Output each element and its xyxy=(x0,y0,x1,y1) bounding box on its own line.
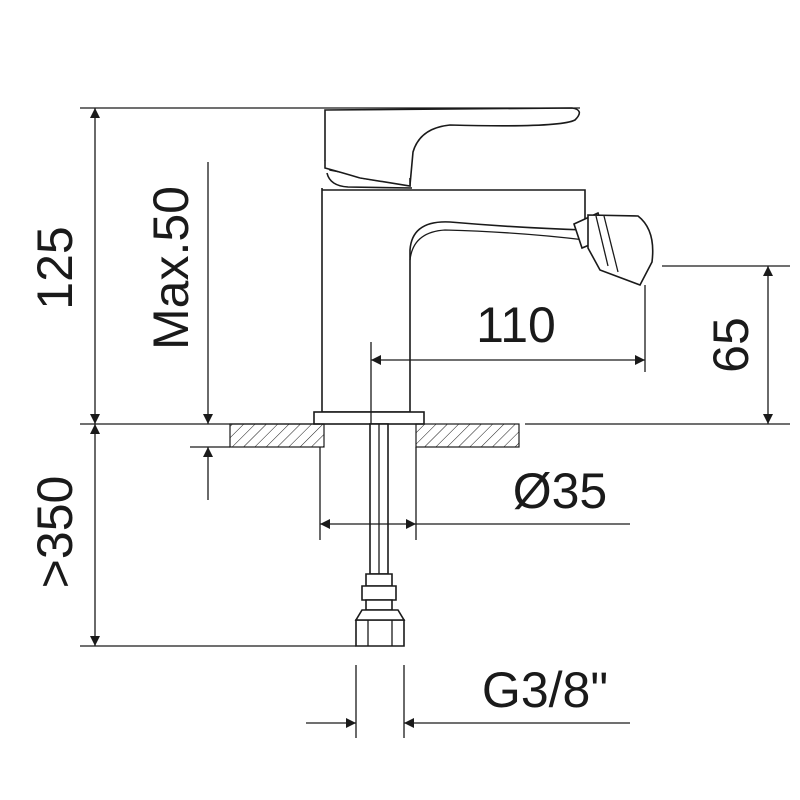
base-flange xyxy=(313,411,425,425)
cartridge-base xyxy=(326,172,413,189)
hex-nut xyxy=(355,619,405,647)
dim-110: 110 xyxy=(370,285,646,424)
shank xyxy=(354,423,406,647)
dim-max50-label: Max.50 xyxy=(143,186,199,350)
nozzle xyxy=(573,211,654,286)
deck-right xyxy=(415,423,520,448)
faucet-body xyxy=(313,107,654,425)
lever-handle xyxy=(324,107,581,186)
dim-max50: Max.50 xyxy=(143,162,230,500)
dim-35-label: Ø35 xyxy=(513,463,608,519)
handle-cap xyxy=(324,160,411,187)
dim-110-label: 110 xyxy=(476,297,556,353)
spout xyxy=(409,229,586,261)
dim-65: 65 xyxy=(662,265,790,424)
dim-g38: G3/8" xyxy=(306,662,630,738)
dim-65-label: 65 xyxy=(703,317,759,373)
dim-g38-label: G3/8" xyxy=(482,662,608,718)
dim-350-label: >350 xyxy=(27,476,83,589)
dim-35: Ø35 xyxy=(319,447,630,540)
dim-125-label: 125 xyxy=(27,226,83,309)
dim-350: >350 xyxy=(27,424,356,647)
deck-left xyxy=(229,423,325,448)
dim-125: 125 xyxy=(27,107,580,424)
deck xyxy=(80,423,790,448)
